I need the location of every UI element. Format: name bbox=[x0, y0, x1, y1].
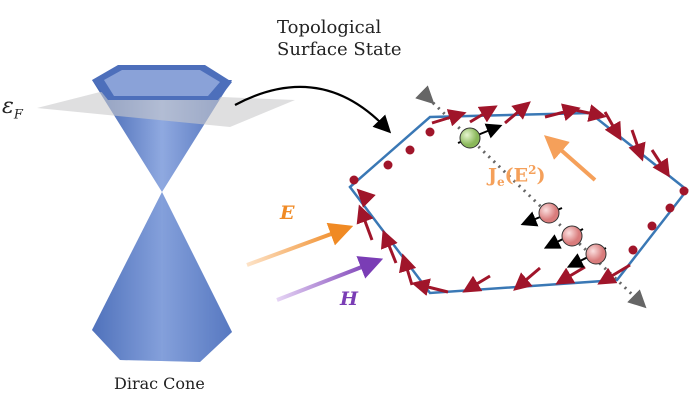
electron-spin-down-1 bbox=[520, 202, 563, 227]
pointer-arrow bbox=[234, 85, 392, 134]
fermi-plane bbox=[37, 92, 295, 127]
cone-top-inner bbox=[104, 70, 220, 96]
tss-title: Topological Surface State bbox=[277, 17, 402, 61]
current-subscript: e bbox=[497, 175, 505, 190]
cone-lower bbox=[92, 192, 232, 362]
electron-spin-up bbox=[457, 123, 503, 149]
spin-texture-arrows bbox=[356, 101, 670, 296]
h-field-label: H bbox=[340, 288, 358, 310]
h-field-arrow bbox=[276, 256, 384, 302]
fermi-level-label: εF bbox=[2, 94, 23, 122]
current-arrow bbox=[543, 135, 597, 182]
fermi-symbol: ε bbox=[2, 94, 14, 119]
current-label: Je(E2) bbox=[488, 163, 545, 189]
e-field-label: E bbox=[280, 202, 295, 224]
spin-texture-dots bbox=[349, 127, 689, 255]
tss-line-1: Topological bbox=[277, 17, 382, 38]
current-close: ) bbox=[536, 164, 546, 187]
e-field-arrow bbox=[246, 222, 354, 267]
current-argument: (E bbox=[504, 164, 529, 187]
fermi-subscript: F bbox=[13, 107, 23, 123]
current-superscript: 2 bbox=[528, 163, 537, 177]
tss-line-2: Surface State bbox=[277, 39, 402, 60]
electron-spin-down-3 bbox=[566, 243, 607, 268]
electron-spin-down-2 bbox=[543, 225, 584, 249]
dirac-cone-label: Dirac Cone bbox=[114, 374, 205, 393]
current-symbol: J bbox=[488, 164, 497, 187]
cone-base-facet bbox=[92, 192, 232, 362]
dirac-cone bbox=[37, 65, 295, 362]
